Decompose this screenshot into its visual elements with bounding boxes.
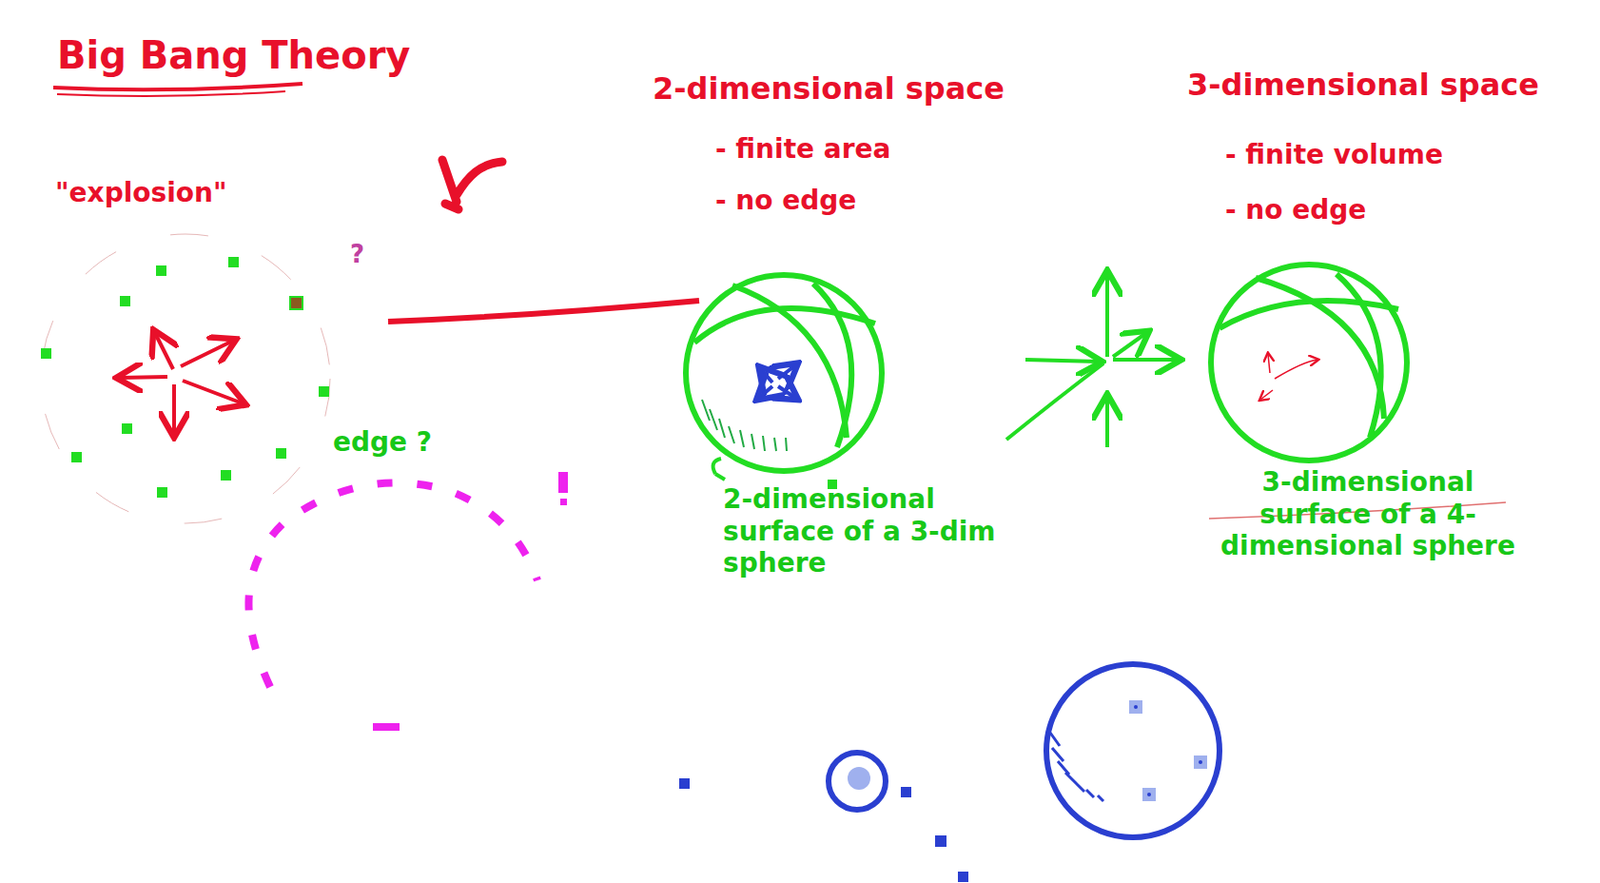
underline [57,91,286,97]
blue-spheres [679,663,1220,882]
note-label: "explosion" [55,176,228,210]
note-label: edge ? [332,426,432,459]
sphere-2d [685,274,882,471]
small-arrows [1260,353,1318,400]
dash [372,722,400,731]
heading-label: 3-dimensional space [1187,66,1540,103]
question-mark: ? [350,239,365,270]
caption-label: 2-dimensional surface of a 3-dim sphere [722,483,1052,580]
bullet-label: - no edge [1225,194,1366,227]
dashed-edge-arc [248,482,538,687]
cross-mark [442,159,503,210]
hatching [702,399,787,451]
bullet-label: - no edge [715,184,857,217]
hook-arrow [713,458,725,480]
caption-label: 3-dimensional surface of a 4-dimensional… [1206,466,1530,563]
heading-label: 2-dimensional space [652,70,1005,107]
explosion-arrows [119,332,243,434]
sketch-title: Big Bang Theory [57,32,410,79]
pointer-line [388,300,700,322]
underline [53,83,303,90]
bullet-label: - finite area [715,133,891,166]
cross-arrows [759,365,796,398]
bullet-label: - finite volume [1225,138,1444,172]
mark [560,498,567,506]
axes [1006,273,1178,448]
mark [558,471,568,493]
sphere-3d [1210,264,1407,461]
faint-boundary [40,234,331,524]
galaxy-dots [40,256,838,498]
